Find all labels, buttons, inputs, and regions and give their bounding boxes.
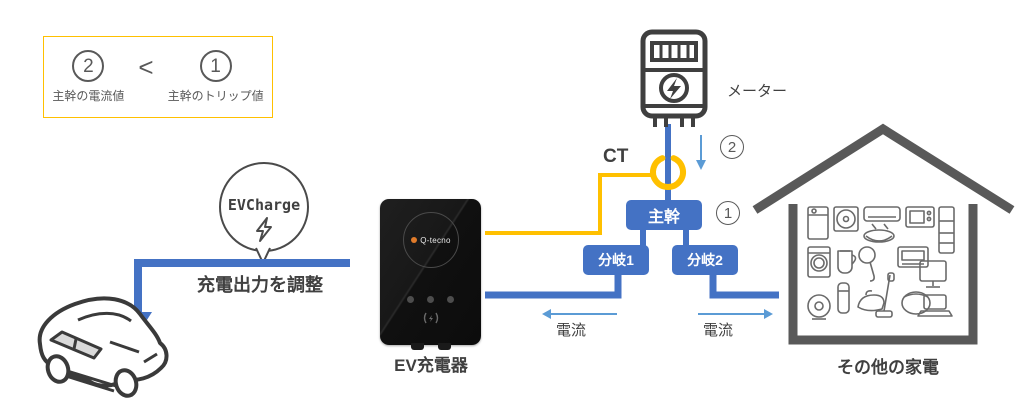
house-icon [752, 123, 1015, 345]
electric-meter-icon [640, 29, 708, 127]
ev-charger-device: Q-tecno [380, 199, 481, 350]
contactless-icon [380, 311, 481, 325]
charger-brand: Q-tecno [411, 236, 451, 245]
ev-charge-bubble: EVCharge [214, 160, 314, 272]
charger-connectors [380, 343, 481, 350]
marker-circled-1: 1 [716, 201, 740, 225]
circled-1-icon: 1 [199, 50, 232, 82]
current-left-label: 電流 [556, 322, 587, 339]
branch1-box: 分岐1 [583, 245, 649, 275]
circled-2-icon: 2 [72, 50, 105, 82]
ct-label: CT [603, 146, 629, 167]
other-appliances-label: その他の家電 [837, 358, 939, 377]
legend-current-label: 主幹の電流値 [52, 89, 125, 103]
current-right-label: 電流 [703, 322, 734, 339]
legend-trip-column: 1 主幹のトリップ値 [168, 50, 264, 104]
legend-trip-label: 主幹のトリップ値 [167, 89, 264, 103]
ev-charger-label: EV充電器 [394, 356, 468, 375]
charger-logo-ring: Q-tecno [403, 212, 459, 268]
legend-box: 2 主幹の電流値 < 1 主幹のトリップ値 [43, 36, 273, 118]
car-icon [37, 296, 169, 398]
ct-ring-icon [650, 155, 686, 190]
brand-dot-icon [411, 237, 418, 243]
main-breaker-box: 主幹 [626, 200, 702, 230]
bubble-title: EVCharge [227, 196, 301, 214]
appliances-icon [807, 206, 955, 320]
adjust-output-label: 充電出力を調整 [197, 275, 323, 295]
meter-label: メーター [727, 83, 788, 100]
less-than-sign: < [138, 51, 154, 82]
branch2-box: 分岐2 [672, 245, 738, 275]
marker-circled-2: 2 [720, 135, 744, 159]
brand-text: Q-tecno [420, 235, 451, 245]
lightning-outline-icon [256, 217, 272, 242]
charger-indicator-leds [380, 296, 481, 303]
legend-current-column: 2 主幹の電流値 [52, 50, 124, 104]
